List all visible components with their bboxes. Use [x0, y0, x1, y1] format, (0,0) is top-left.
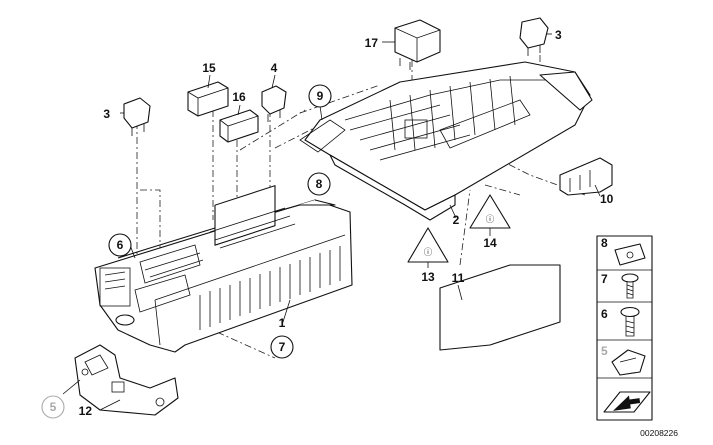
callout-9-circle [308, 84, 332, 108]
callouts: 3 4 15 16 17 3 10 2 13 14 11 1 12 9 8 6 … [41, 28, 614, 419]
callout-7-circle [270, 335, 294, 359]
rear-fuse-box [299, 61, 593, 221]
box-ribs [199, 246, 341, 330]
callout-10: 10 [600, 192, 614, 206]
callout-5: 5 [50, 400, 57, 414]
callout-12: 12 [79, 404, 93, 418]
warning-label-13: ⓘ [407, 227, 449, 263]
legend-item-8-label: 8 [601, 236, 608, 250]
fuse-left [123, 97, 151, 136]
callout-2: 2 [453, 213, 460, 227]
callout-1: 1 [279, 316, 286, 330]
callout-15: 15 [202, 61, 216, 75]
small-parts-legend: 8 7 6 5 [596, 235, 653, 421]
legend-item-5-label: 5 [601, 344, 608, 358]
callout-5-circle [41, 395, 65, 419]
callout-9: 9 [317, 89, 324, 103]
callout-16: 16 [232, 90, 246, 104]
callout-6: 6 [117, 238, 124, 252]
callout-17: 17 [365, 36, 379, 50]
callout-4: 4 [271, 61, 278, 75]
screw-icon [621, 273, 639, 299]
fuse-right [519, 17, 549, 56]
relay-15 [187, 81, 229, 117]
clip-nut-icon [611, 349, 646, 376]
reference-number: 00208226 [640, 428, 678, 438]
bolt-icon [620, 306, 640, 337]
callout-11: 11 [452, 271, 465, 285]
relay-16 [219, 109, 259, 143]
warning-label-14: ⓘ [469, 194, 511, 229]
callout-13: 13 [421, 270, 435, 284]
callout-3-right: 3 [555, 28, 562, 42]
callout-8-circle [307, 172, 331, 196]
mounting-bracket [74, 344, 179, 416]
callout-8: 8 [316, 177, 323, 191]
label-sheet [439, 264, 561, 351]
cover-clip [559, 157, 613, 196]
spring-nut-icon [614, 243, 646, 266]
arrow-icon [603, 391, 651, 413]
fuse-mini [261, 85, 287, 122]
legend-frame [596, 235, 653, 421]
legend-item-7-label: 7 [601, 272, 608, 286]
callout-3-left: 3 [103, 107, 110, 121]
relay-part [394, 19, 441, 70]
callout-6-circle [108, 233, 132, 257]
callout-7: 7 [279, 340, 286, 354]
warning-symbol-14: ⓘ [486, 214, 495, 224]
warning-symbol-13: ⓘ [424, 247, 433, 257]
leader-lines [62, 33, 601, 411]
legend-item-6-label: 6 [601, 307, 608, 321]
front-fuse-box [94, 185, 353, 353]
callout-14: 14 [483, 236, 497, 250]
